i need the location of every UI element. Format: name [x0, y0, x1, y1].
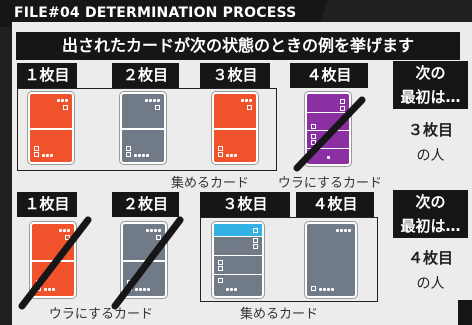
caption-flip-row2: ウラにするカード [48, 307, 154, 322]
caption-flip-row1: ウラにするカード [277, 176, 383, 191]
card-orange-1-row2 [30, 222, 76, 298]
next-first-answer-1: ３枚目 の人 [393, 117, 468, 169]
column-label-2: ２枚目 [112, 63, 179, 88]
card-gray-4-row2 [305, 222, 357, 298]
next-first-question-2: 次の 最初は… [393, 190, 468, 238]
column-label-2-row2: ２枚目 [112, 192, 179, 217]
card-gray-2-row2 [121, 222, 167, 298]
column-label-3: ３枚目 [200, 63, 270, 88]
answer-unit: の人 [416, 276, 445, 292]
column-label-4-row2: ４枚目 [296, 192, 374, 217]
corner-decoration [458, 300, 472, 325]
question-line-1: 次の [415, 64, 446, 82]
question-line-1: 次の [415, 193, 446, 211]
card-blue-3-row2 [212, 222, 264, 298]
column-label-1: １枚目 [17, 63, 77, 88]
next-first-answer-2: ４枚目 の人 [393, 245, 468, 297]
card-gray-2 [120, 92, 166, 164]
answer-value: ３枚目 [407, 121, 453, 139]
answer-value: ４枚目 [407, 249, 453, 267]
question-line-2: 最初は… [400, 88, 461, 106]
card-purple-4 [305, 92, 351, 166]
instruction-banner: 出されたカードが次の状態のときの例を挙げます [16, 32, 460, 60]
column-label-4: ４枚目 [290, 63, 368, 88]
caption-collect-row2: 集めるカード [239, 307, 318, 322]
caption-collect-row1: 集めるカード [170, 176, 249, 191]
answer-unit: の人 [416, 148, 445, 164]
next-first-question-1: 次の 最初は… [393, 61, 468, 109]
card-orange-3 [212, 92, 258, 164]
column-label-1-row2: １枚目 [17, 192, 77, 217]
column-label-3-row2: ３枚目 [200, 192, 290, 217]
question-line-2: 最初は… [400, 217, 461, 235]
card-orange-1 [28, 92, 74, 164]
